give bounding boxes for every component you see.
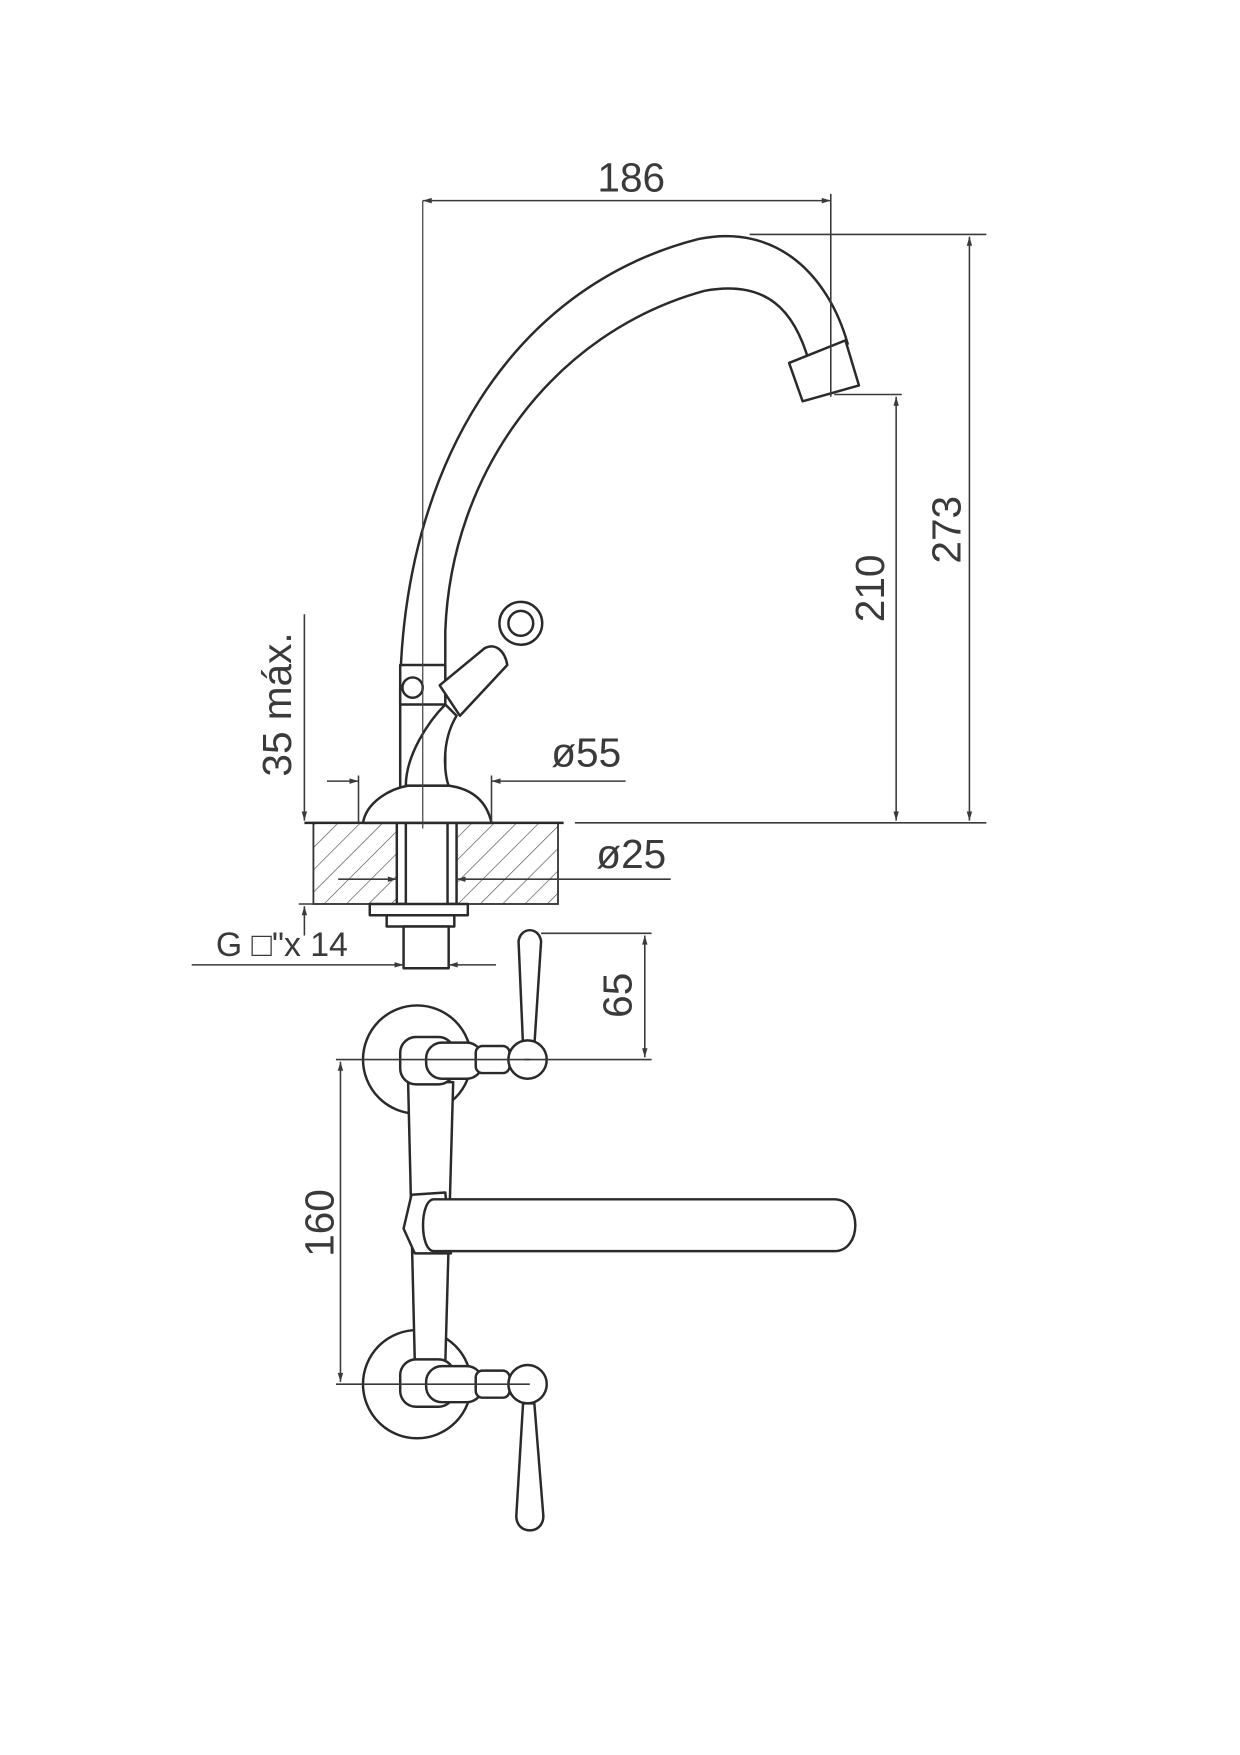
wall-faucet xyxy=(361,928,857,1532)
dimension-hole-diameter: ø25 xyxy=(596,831,666,877)
dimension-base-diameter: ø55 xyxy=(551,729,621,775)
dimension-thread: G □"x 14 xyxy=(216,926,348,964)
deck-faucet xyxy=(361,200,861,829)
dimension-total-height: 273 xyxy=(923,496,969,564)
dimension-lines xyxy=(191,193,987,1385)
dimension-spout-outlet-height: 210 xyxy=(847,555,893,623)
dimension-max-counter-thickness: 35 máx. xyxy=(254,632,300,776)
dimension-lever-height: 65 xyxy=(594,973,640,1018)
dimension-spout-reach: 186 xyxy=(597,155,665,201)
dimension-wall-center-distance: 160 xyxy=(297,1189,343,1257)
mounting-nut xyxy=(368,902,470,970)
